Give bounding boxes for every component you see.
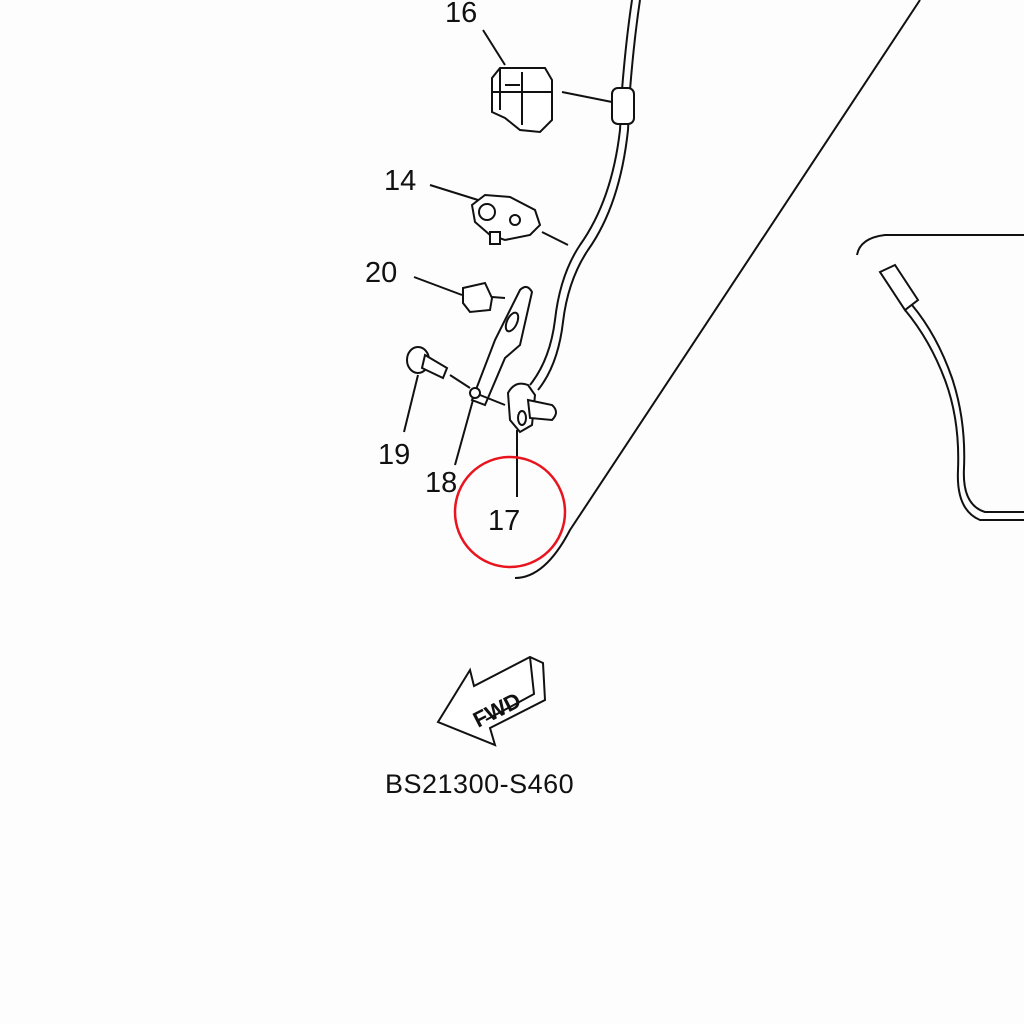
- label-20: 20: [365, 257, 397, 289]
- label-14: 14: [384, 165, 416, 197]
- fwd-arrow-icon: FWD: [436, 655, 547, 747]
- leader-14: [429, 184, 479, 201]
- leader-18: [454, 399, 474, 466]
- frame-outline: [514, 0, 921, 579]
- wire-grommet: [611, 87, 635, 125]
- part-20-nut: [462, 281, 506, 314]
- part-19-bolt: [406, 346, 471, 389]
- part-18-washer: [469, 387, 481, 399]
- adjacent-connector: [878, 263, 1024, 521]
- adjacent-frame-outline: [856, 234, 1024, 256]
- label-16: 16: [445, 0, 477, 29]
- leader-20: [413, 276, 463, 296]
- part-16-connector: [491, 67, 613, 134]
- leader-14-wire: [541, 231, 569, 246]
- sensor-wire: [529, 0, 633, 386]
- part-14-clamp: [470, 193, 542, 245]
- leader-19: [403, 374, 419, 433]
- label-17: 17: [488, 505, 520, 537]
- leader-16: [482, 29, 506, 66]
- drawing-code: BS21300-S460: [385, 769, 574, 799]
- sensor-wire-inner: [537, 0, 641, 391]
- highlight-circle: [453, 455, 567, 569]
- label-19: 19: [378, 439, 410, 471]
- leader-18b: [479, 394, 506, 406]
- part-17-speed-sensor: [506, 382, 557, 434]
- label-18: 18: [425, 467, 457, 499]
- sensor-bracket: [470, 286, 534, 407]
